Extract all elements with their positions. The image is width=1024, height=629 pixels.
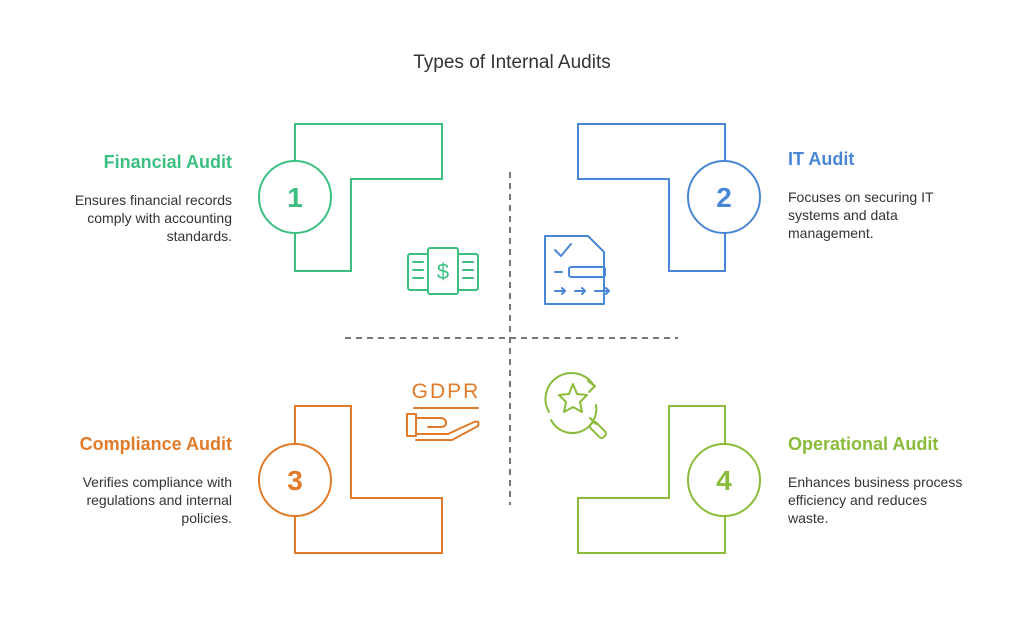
compliance-audit-number: 3 [287, 465, 303, 496]
it-audit-description: Focuses on securing IT systems and data … [788, 189, 934, 241]
it-audit-shape: 2 [577, 123, 761, 272]
svg-text:$: $ [437, 259, 449, 284]
gdpr-hand-icon: GDPR [406, 380, 481, 441]
data-form-icon [544, 235, 610, 305]
operational-audit-number: 4 [716, 465, 732, 496]
it-audit-heading: IT Audit [788, 149, 855, 169]
compliance-audit-description: Verifies compliance with regulations and… [82, 474, 232, 526]
operational-audit-heading: Operational Audit [788, 434, 939, 454]
operational-audit-shape: 4 [577, 405, 761, 554]
money-bills-icon: $ [407, 247, 479, 295]
financial-audit-description: Ensures financial records comply with ac… [74, 192, 232, 244]
diagram-title: Types of Internal Audits [413, 52, 611, 73]
it-audit-number: 2 [716, 182, 732, 213]
financial-audit-shape: 1 [258, 123, 443, 272]
operational-audit-description: Enhances business process efficiency and… [788, 474, 963, 526]
financial-audit-number: 1 [287, 182, 303, 213]
svg-text:GDPR: GDPR [412, 380, 481, 403]
star-magnifier-icon [544, 372, 607, 439]
compliance-audit-shape: 3 [258, 405, 443, 554]
compliance-audit-heading: Compliance Audit [79, 434, 232, 454]
financial-audit-heading: Financial Audit [103, 152, 232, 172]
